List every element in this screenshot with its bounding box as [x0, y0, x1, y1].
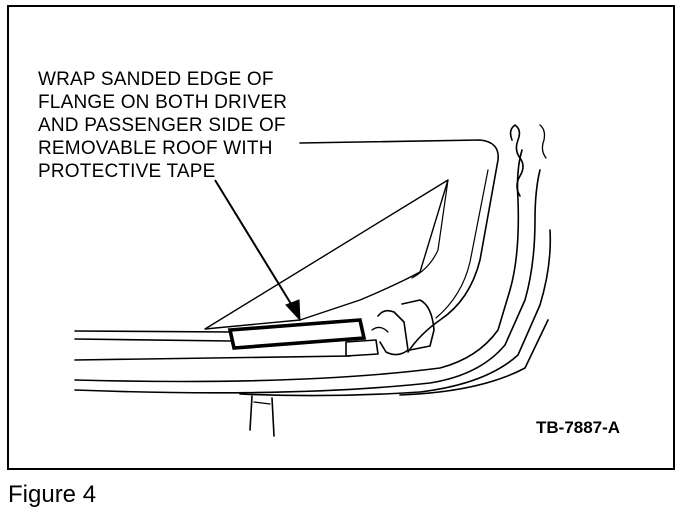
support-post-left [249, 395, 253, 431]
callout-line: PROTECTIVE TAPE [38, 161, 216, 182]
roof-outline-curve [299, 139, 499, 353]
callout-line: AND PASSENGER SIDE OF [38, 115, 286, 136]
callout-line: WRAP SANDED EDGE OF [38, 69, 274, 90]
body-line-3 [239, 229, 552, 397]
body-line-2 [74, 169, 541, 394]
callout-line: FLANGE ON BOTH DRIVER [38, 92, 288, 113]
latch-bracket [377, 309, 409, 356]
callout-text: WRAP SANDED EDGE OF FLANGE ON BOTH DRIVE… [38, 68, 287, 183]
body-line-4 [399, 319, 549, 396]
latch-arm [371, 326, 389, 333]
figure-code: TB-7887-A [536, 418, 621, 437]
figure-caption: Figure 4 [8, 481, 97, 508]
window-inner-edge [411, 179, 449, 279]
window-glass [204, 179, 449, 330]
protective-tape [227, 318, 367, 350]
support-post-right [271, 397, 275, 437]
roof-top-line [74, 330, 233, 333]
rear-edge-wave-2 [539, 124, 547, 159]
rear-edge-wave [509, 124, 524, 197]
roof-top-line-2 [74, 338, 233, 342]
latch-bracket-2 [401, 299, 435, 351]
callout-arrowhead [285, 299, 301, 322]
body-line-1 [74, 149, 523, 383]
support-post-cap [253, 401, 271, 405]
roof-bottom-line [74, 355, 351, 361]
latch-base [345, 339, 379, 357]
callout-line: REMOVABLE ROOF WITH [38, 138, 273, 159]
roof-outline-inner [435, 169, 489, 319]
illustration-frame [7, 5, 675, 470]
callout-arrow-line [214, 179, 297, 313]
